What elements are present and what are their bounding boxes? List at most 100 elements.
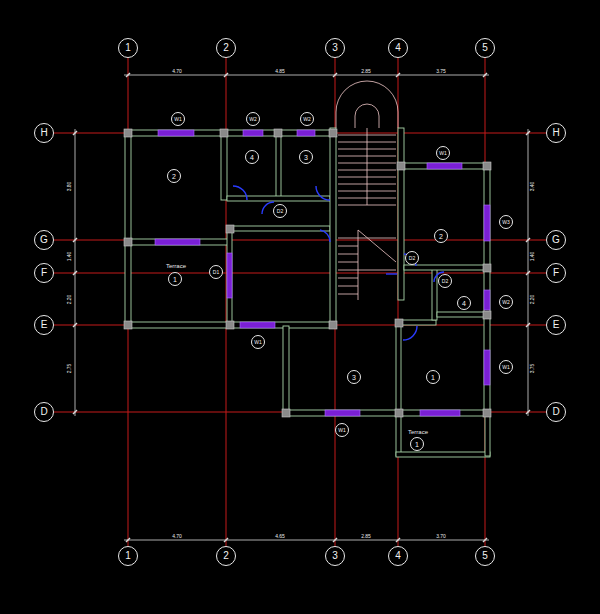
tag-text: H — [40, 128, 47, 138]
room-tag: 1 — [426, 370, 440, 384]
grid-bubble: 3 — [325, 38, 345, 58]
tag-text: 3 — [352, 374, 356, 381]
dimension-text: 1.40 — [530, 250, 535, 262]
dimension-text: 4.85 — [274, 69, 286, 74]
room-tag: 4 — [457, 296, 471, 310]
window-tag: W1 — [171, 112, 185, 126]
tag-text: D — [552, 407, 559, 417]
tag-text: 1 — [125, 551, 131, 561]
dimension-text: 3.80 — [67, 180, 72, 192]
tag-text: 1 — [415, 441, 419, 448]
tag-text: D1 — [213, 270, 219, 275]
grid-bubble: 1 — [118, 38, 138, 58]
tag-text: W1 — [174, 117, 182, 122]
grid-bubble: G — [34, 230, 54, 250]
room-name: Terrace — [407, 429, 429, 435]
dimension-text: 2.20 — [67, 293, 72, 305]
tag-text: W1 — [502, 365, 510, 370]
door-tag: D2 — [405, 251, 419, 265]
room-name: Terrace — [165, 263, 187, 269]
dimension-text: 2.75 — [67, 362, 72, 374]
window-tag: W1 — [251, 335, 265, 349]
window-tag: W1 — [436, 146, 450, 160]
grid-bubble: 3 — [325, 546, 345, 566]
tag-text: 3 — [332, 551, 338, 561]
grid-bubble: D — [546, 402, 566, 422]
tag-text: D2 — [277, 209, 283, 214]
window-tag: W2 — [246, 112, 260, 126]
room-tag: 3 — [299, 150, 313, 164]
tag-text: F — [553, 268, 559, 278]
grid-bubble: G — [546, 230, 566, 250]
dimension-text: 1.40 — [67, 250, 72, 262]
grid-bubble: F — [546, 263, 566, 283]
grid-lines — [54, 58, 546, 546]
tag-text: 2 — [223, 551, 229, 561]
door-tag: D2 — [438, 274, 452, 288]
window-tag: W1 — [499, 360, 513, 374]
stairs — [336, 81, 398, 300]
room-tag: 2 — [434, 229, 448, 243]
tag-text: 5 — [482, 551, 488, 561]
tag-text: W1 — [338, 428, 346, 433]
tag-text: 2 — [439, 233, 443, 240]
door-tag: D2 — [273, 204, 287, 218]
tag-text: 2 — [172, 173, 176, 180]
tag-text: D — [40, 407, 47, 417]
grid-bubble: F — [34, 263, 54, 283]
grid-bubble: 4 — [388, 38, 408, 58]
room-tag: 3 — [347, 370, 361, 384]
tag-text: G — [40, 235, 48, 245]
dimension-text: 2.85 — [360, 69, 372, 74]
tag-text: 2 — [223, 43, 229, 53]
tag-text: H — [552, 128, 559, 138]
tag-text: 1 — [173, 276, 177, 283]
tag-text: 4 — [395, 551, 401, 561]
tag-text: E — [553, 320, 560, 330]
tag-text: W1 — [254, 340, 262, 345]
tag-text: W2 — [502, 300, 510, 305]
tag-text: D2 — [409, 256, 415, 261]
room-tag: 4 — [245, 150, 259, 164]
tag-text: 5 — [482, 43, 488, 53]
grid-bubble: 4 — [388, 546, 408, 566]
grid-bubble: H — [546, 123, 566, 143]
grid-bubble: E — [34, 315, 54, 335]
doors — [233, 186, 444, 340]
tag-text: 4 — [250, 154, 254, 161]
tag-text: G — [552, 235, 560, 245]
dimension-text: 4.65 — [274, 534, 286, 539]
grid-bubble: 2 — [216, 38, 236, 58]
walls — [125, 128, 490, 457]
tag-text: 3 — [332, 43, 338, 53]
tag-text: 3 — [304, 154, 308, 161]
grid-bubble: D — [34, 402, 54, 422]
grid-bubble: 2 — [216, 546, 236, 566]
dimension-text: 4.70 — [171, 534, 183, 539]
tag-text: W3 — [502, 220, 510, 225]
dimension-text: 3.40 — [530, 180, 535, 192]
tag-text: F — [41, 268, 47, 278]
tag-text: W2 — [303, 117, 311, 122]
dimension-text: 3.75 — [435, 69, 447, 74]
tag-text: 1 — [431, 374, 435, 381]
grid-bubble: 5 — [475, 546, 495, 566]
tag-text: 1 — [125, 43, 131, 53]
window-tag: W3 — [499, 215, 513, 229]
dimension-text: 2.20 — [530, 293, 535, 305]
windows — [155, 130, 490, 416]
dimension-text: 3.70 — [435, 534, 447, 539]
room-tag: 1 — [168, 272, 182, 286]
grid-bubble: 5 — [475, 38, 495, 58]
dimension-text: 4.70 — [171, 69, 183, 74]
dimension-text: 2.85 — [360, 534, 372, 539]
tag-text: D2 — [442, 279, 448, 284]
room-tag: 1 — [410, 437, 424, 451]
grid-bubble: E — [546, 315, 566, 335]
window-tag: W2 — [499, 295, 513, 309]
door-tag: D1 — [209, 265, 223, 279]
tag-text: 4 — [462, 300, 466, 307]
columns — [124, 129, 491, 417]
tag-text: E — [41, 320, 48, 330]
